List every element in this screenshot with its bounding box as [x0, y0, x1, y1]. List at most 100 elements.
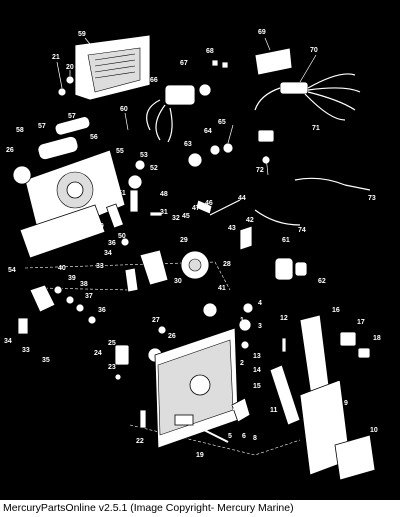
callout-53: 53	[140, 152, 148, 159]
callout-23: 23	[108, 364, 116, 371]
part-pin-31[interactable]	[149, 211, 163, 217]
part-washer-21[interactable]	[57, 87, 67, 97]
callout-29: 29	[180, 237, 188, 244]
part-wiring-harness-70[interactable]	[254, 73, 361, 121]
callout-21: 21	[52, 54, 60, 61]
callout-55: 55	[116, 148, 124, 155]
part-washer-52[interactable]	[127, 174, 143, 190]
part-gear-41[interactable]	[202, 302, 218, 318]
part-cover-plate-10[interactable]	[334, 434, 376, 481]
callout-66: 66	[150, 77, 158, 84]
exploded-parts-diagram: 1 2 3 4 5 6 7 8 9 10 11 12 13 14 15 16 1…	[4, 29, 381, 481]
part-switch-61[interactable]	[274, 257, 308, 281]
callout-22: 22	[136, 438, 144, 445]
part-screw-23[interactable]	[114, 373, 122, 381]
callout-24: 24	[94, 350, 102, 357]
callout-68: 68	[206, 48, 214, 55]
callout-38: 38	[80, 281, 88, 288]
part-trim-harness[interactable]	[146, 84, 196, 143]
part-bracket-42[interactable]	[239, 225, 253, 251]
callout-40: 40	[58, 265, 66, 272]
part-lever-44[interactable]	[209, 199, 241, 216]
callout-7: 7	[232, 405, 236, 412]
part-washer-53[interactable]	[134, 159, 146, 171]
part-connector-18[interactable]	[357, 347, 371, 359]
part-gear-assembly[interactable]	[106, 189, 139, 229]
callout-62: 62	[318, 278, 326, 285]
part-pins-68[interactable]	[211, 59, 229, 69]
callout-33b: 33	[22, 347, 30, 354]
callout-73: 73	[368, 195, 376, 202]
callout-34: 34	[104, 250, 112, 257]
callout-46: 46	[205, 200, 213, 207]
part-spacer-65[interactable]	[222, 142, 234, 154]
callout-10: 10	[370, 427, 378, 434]
part-connector-17[interactable]	[339, 331, 357, 347]
callout-2: 2	[240, 360, 244, 367]
part-plug-72[interactable]	[257, 129, 275, 165]
part-screw-22[interactable]	[139, 409, 147, 429]
callout-1: 1	[240, 317, 244, 324]
callout-54: 54	[8, 267, 16, 274]
callout-52: 52	[150, 165, 158, 172]
callout-28: 28	[223, 261, 231, 268]
part-washer-27[interactable]	[157, 325, 167, 335]
callout-11: 11	[270, 407, 278, 414]
callout-48: 48	[160, 191, 168, 198]
callout-65: 65	[218, 119, 226, 126]
part-mounting-plate-55[interactable]	[24, 149, 126, 241]
callout-63: 63	[184, 141, 192, 148]
callout-74: 74	[298, 227, 306, 234]
part-spacer-64[interactable]	[209, 144, 221, 156]
part-grommet-26[interactable]	[12, 165, 32, 185]
part-control-lever-35[interactable]	[17, 284, 56, 335]
callout-61: 61	[282, 237, 290, 244]
part-lever-arm-15[interactable]	[269, 364, 301, 426]
part-plate-54[interactable]	[19, 204, 106, 259]
callout-30: 30	[174, 278, 182, 285]
part-pin-12[interactable]	[281, 337, 287, 353]
part-sleeve-69[interactable]	[254, 47, 293, 76]
part-control-housing-1[interactable]	[154, 327, 239, 449]
part-cover-plate[interactable]	[74, 34, 151, 101]
callout-60: 60	[120, 106, 128, 113]
part-spacer-3[interactable]	[238, 318, 252, 332]
callout-69: 69	[258, 29, 266, 36]
part-washer-20[interactable]	[65, 75, 75, 85]
callout-9: 9	[344, 400, 348, 407]
part-bushing-2[interactable]	[240, 340, 250, 350]
callout-67: 67	[180, 60, 188, 67]
part-clip-46[interactable]	[195, 199, 213, 215]
part-handle-cover[interactable]	[37, 116, 91, 161]
part-neutral-switch-7[interactable]	[231, 397, 251, 423]
callout-25: 25	[108, 340, 116, 347]
callout-43: 43	[228, 225, 236, 232]
callout-44: 44	[238, 195, 246, 202]
callout-17: 17	[357, 319, 365, 326]
part-nut-67[interactable]	[198, 83, 212, 97]
callout-58: 58	[16, 127, 24, 134]
part-screw-19[interactable]	[199, 427, 229, 443]
callout-56: 56	[90, 134, 98, 141]
callout-32: 32	[172, 215, 180, 222]
part-gear-63[interactable]	[187, 152, 203, 168]
part-lever-30[interactable]	[139, 249, 169, 286]
part-detent-disc-28[interactable]	[180, 250, 210, 280]
callout-leaders	[56, 37, 317, 176]
callout-57b: 57	[68, 113, 76, 120]
callout-3: 3	[258, 323, 262, 330]
callout-34b: 34	[4, 338, 12, 345]
callout-27: 27	[152, 317, 160, 324]
part-lever-33[interactable]	[124, 267, 139, 293]
part-spacer-4[interactable]	[242, 302, 254, 314]
callout-6: 6	[242, 433, 246, 440]
part-washer-stack[interactable]	[53, 285, 97, 325]
part-wire-lead-73[interactable]	[294, 177, 371, 191]
part-trim-switch-25[interactable]	[114, 344, 130, 366]
callout-19: 19	[196, 452, 204, 459]
callout-70: 70	[310, 47, 318, 54]
part-wire-lead-74[interactable]	[254, 209, 301, 226]
callout-16: 16	[332, 307, 340, 314]
part-washer-36[interactable]	[120, 237, 130, 247]
callout-26b: 26	[168, 333, 176, 340]
